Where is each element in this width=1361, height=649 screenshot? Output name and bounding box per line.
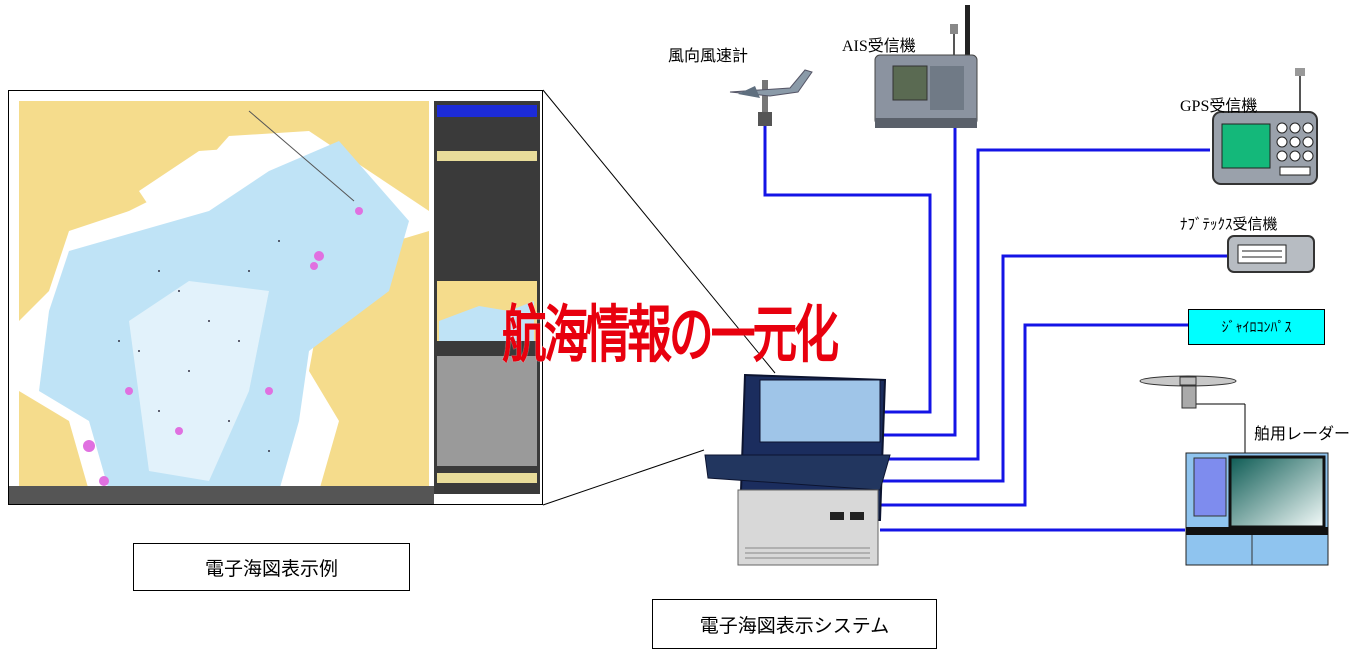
ecdis-system-caption-text: 電子海図表示システム: [699, 614, 890, 637]
ecdis-example-caption-text: 電子海図表示例: [204, 557, 338, 580]
radar-label: 舶用レーダー: [1254, 424, 1351, 443]
headline-text: 航海情報の一元化: [502, 298, 839, 371]
navtex-receiver-icon: [1227, 235, 1315, 273]
anemometer-label: 風向風速計: [668, 46, 749, 65]
navtex-label: ﾅﾌﾞﾃｯｸｽ受信機: [1180, 215, 1278, 233]
ecdis-system-caption: 電子海図表示システム: [652, 599, 937, 649]
cable-gyro: [880, 323, 1188, 507]
gps-receiver-icon: [1212, 68, 1318, 185]
ais-receiver-icon: [874, 5, 978, 128]
cable-navtex: [880, 254, 1228, 483]
zoom-line-top: [542, 89, 776, 374]
cable-anemometer: [763, 120, 932, 414]
ecdis-console-icon: [704, 373, 891, 566]
gps-label: GPS受信機: [1180, 98, 1258, 115]
ecdis-example-caption: 電子海図表示例: [133, 543, 410, 591]
cable-gps: [880, 148, 1210, 461]
cable-ais: [880, 125, 957, 437]
anemometer-icon: [729, 69, 813, 126]
ecdis-example-frame: [8, 90, 543, 505]
gyro-compass-box: ｼﾞｬｲﾛｺﾝﾊﾟｽ: [1188, 309, 1325, 345]
radar-icon: [1139, 375, 1329, 566]
ecdis-chart-image: [9, 91, 542, 504]
gyro-compass-label: ｼﾞｬｲﾛｺﾝﾊﾟｽ: [1221, 320, 1292, 336]
zoom-line-bottom: [542, 449, 705, 506]
ais-label: AIS受信機: [842, 38, 916, 55]
